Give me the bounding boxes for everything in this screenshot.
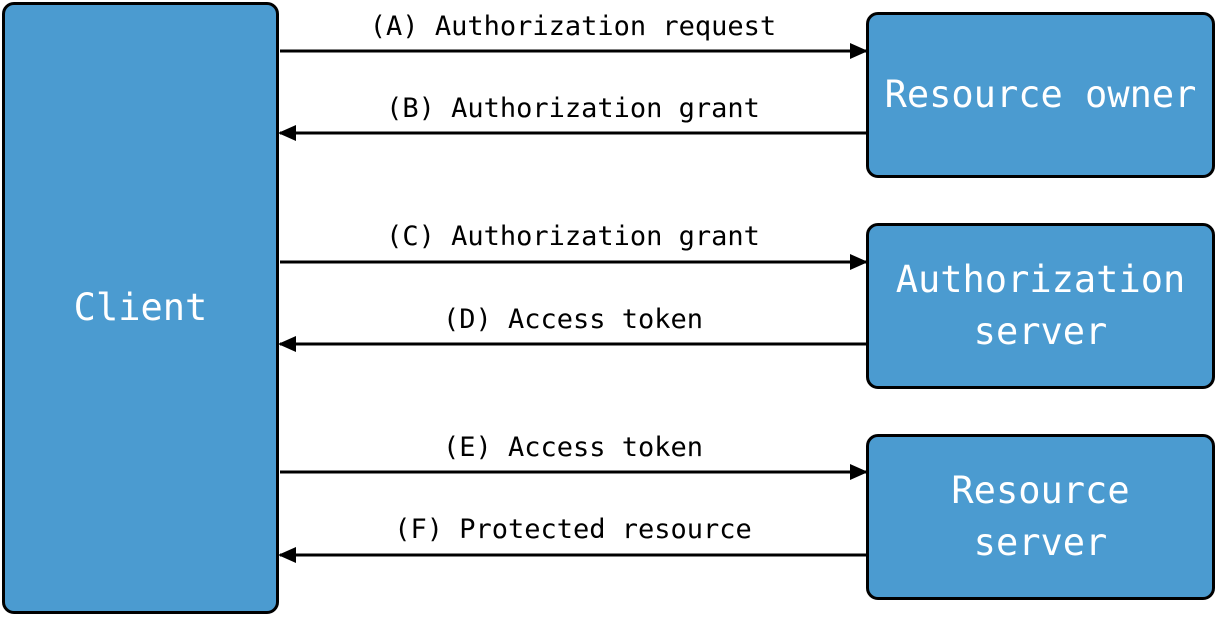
resource-server-label-line-1: Resource: [951, 469, 1130, 512]
flow-label-f: (F) Protected resource: [394, 514, 752, 545]
flow-label-b: (B) Authorization grant: [386, 93, 760, 124]
flow-label-a: (A) Authorization request: [369, 11, 777, 42]
authorization-server-label-line-2: server: [973, 310, 1108, 353]
resource-server-node: Resource server: [866, 434, 1215, 600]
flow-label-e: (E) Access token: [442, 432, 704, 463]
resource-server-label-line-2: server: [973, 521, 1108, 564]
client-node: Client: [2, 2, 279, 614]
flow-label-d: (D) Access token: [442, 304, 704, 335]
flow-label-c: (C) Authorization grant: [386, 221, 760, 252]
resource-owner-node: Resource owner: [866, 12, 1215, 178]
authorization-server-label-line-1: Authorization: [895, 258, 1186, 301]
resource-owner-label: Resource owner: [884, 73, 1197, 116]
client-label: Client: [73, 286, 208, 329]
authorization-server-node: Authorization server: [866, 223, 1215, 389]
